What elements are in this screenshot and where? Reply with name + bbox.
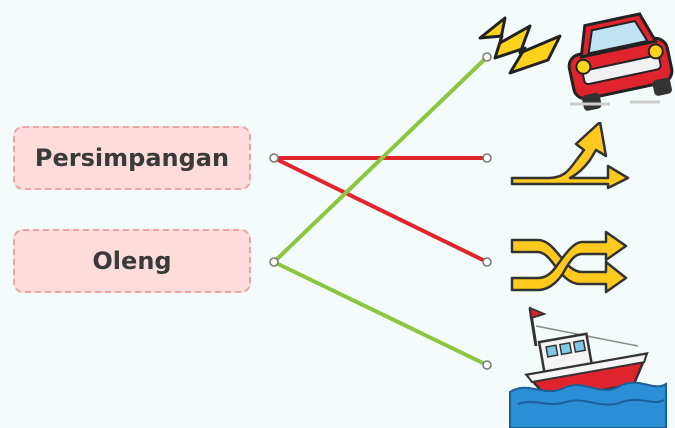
anchor-dot-persimpangan[interactable] [269,153,279,163]
crossing-arrows-icon[interactable] [508,230,630,296]
anchor-dot-cross[interactable] [482,257,492,267]
word-card-oleng[interactable]: Oleng [13,229,251,293]
anchor-dot-fork[interactable] [482,153,492,163]
anchor-dot-oleng[interactable] [269,257,279,267]
anchor-dot-car[interactable] [482,52,492,62]
anchor-dot-boat[interactable] [482,360,492,370]
crashed-car-icon[interactable] [470,4,675,114]
connection-line-persimpangan-cross [272,156,489,264]
connection-line-oleng-car [272,55,489,264]
word-label: Oleng [92,247,172,275]
tilting-boat-icon[interactable] [508,306,668,428]
fork-road-arrow-icon[interactable] [508,122,630,192]
word-label: Persimpangan [34,144,230,172]
connection-line-oleng-boat [272,260,489,367]
word-card-persimpangan[interactable]: Persimpangan [13,126,251,190]
